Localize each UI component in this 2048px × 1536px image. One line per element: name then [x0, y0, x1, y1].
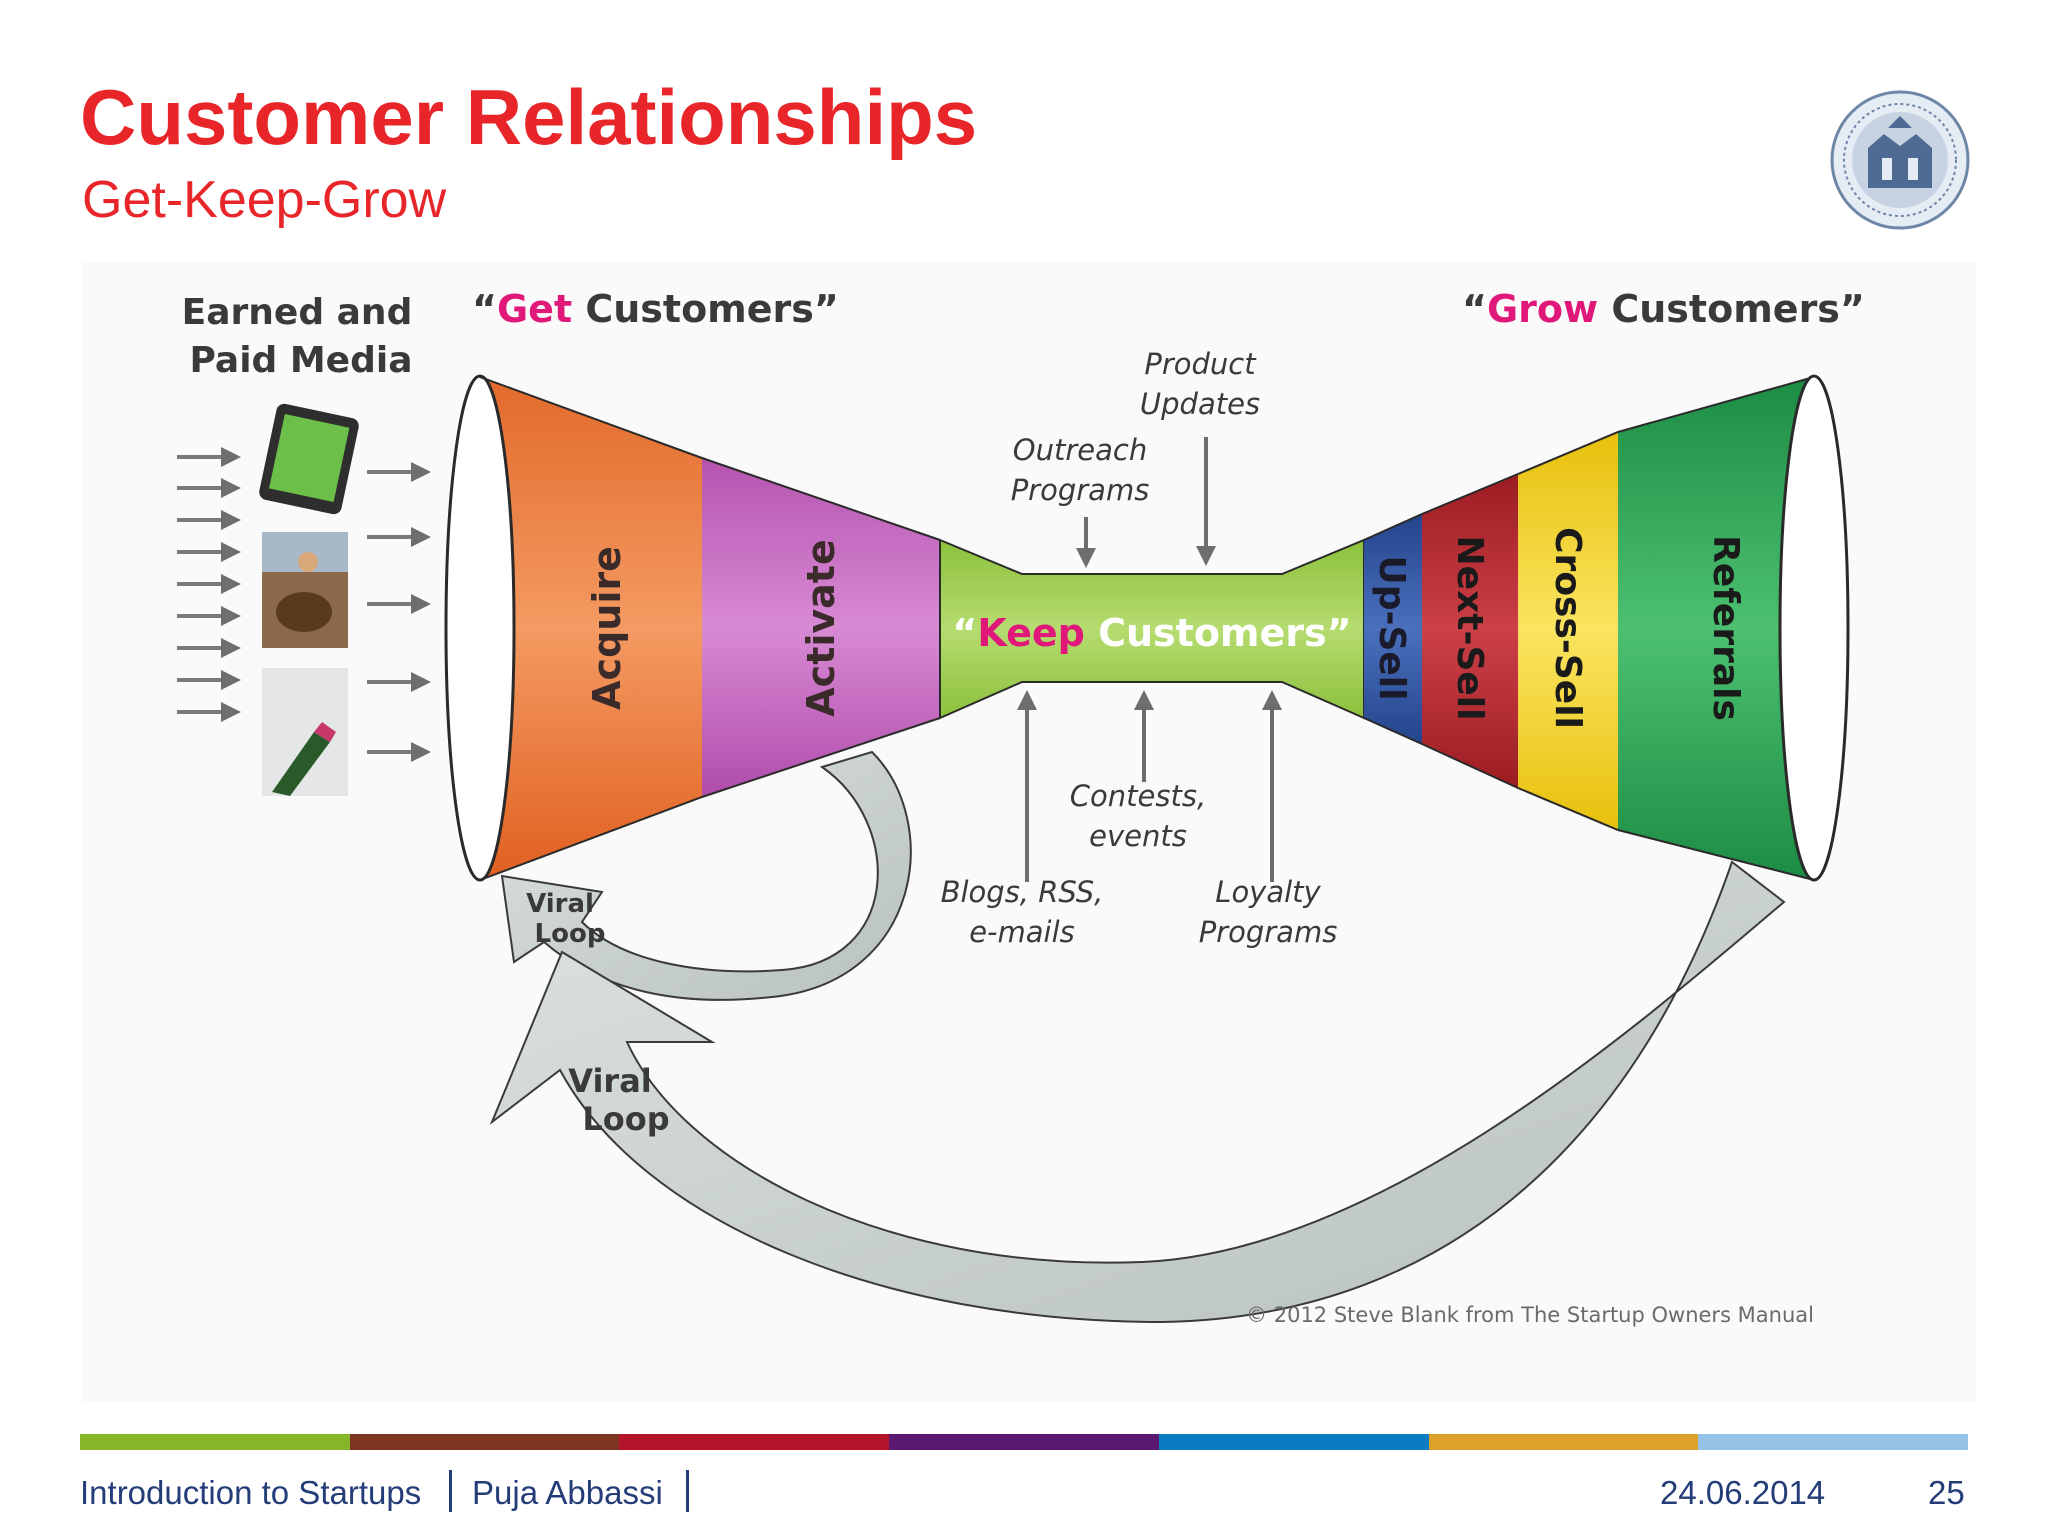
contests-events-label-line2: events [1089, 819, 1187, 853]
footer-separator [686, 1470, 689, 1512]
slide-title: Customer Relationships [80, 73, 978, 161]
grow-customers-heading: “Grow Customers” [1462, 287, 1865, 331]
big-viral-loop-label-line1: Viral [568, 1062, 652, 1100]
small-viral-loop-arrow [500, 750, 912, 1001]
outreach-programs-label-line1: Outreach [1013, 433, 1147, 467]
get-customers-heading: “Get Customers” [472, 287, 839, 331]
big-viral-loop-arrow [489, 860, 1786, 1324]
left-funnel-mouth [444, 374, 516, 882]
incoming-media-arrows [177, 447, 431, 762]
color-bar-segment [1158, 1434, 1429, 1450]
champagne-image [262, 668, 348, 796]
keep-input-arrows [1017, 437, 1282, 882]
stage-label-acquire: Acquire [585, 546, 629, 710]
contests-events-label-line1: Contests, [1070, 779, 1206, 813]
earned-media-label-line1: Earned and [182, 292, 413, 333]
university-seal-logo [1830, 90, 1970, 230]
footer-author: Puja Abbassi [472, 1474, 663, 1511]
stage-label-upsell: Up-Sell [1371, 556, 1412, 701]
footer-date: 24.06.2014 [1660, 1474, 1826, 1511]
slide-subtitle: Get-Keep-Grow [82, 171, 447, 229]
color-bar-segment [1698, 1434, 1969, 1450]
footer-page-number: 25 [1928, 1474, 1965, 1511]
blogs-rss-label-line2: e-mails [969, 915, 1075, 949]
tablet-image [259, 403, 359, 515]
footer-course: Introduction to Startups [80, 1474, 422, 1511]
color-bar-segment [349, 1434, 620, 1450]
blogs-rss-label-line1: Blogs, RSS, [941, 875, 1104, 909]
big-viral-loop-label-line2: Loop [582, 1100, 669, 1138]
referrals-segment [1618, 377, 1814, 880]
stage-label-crosssell: Cross-Sell [1547, 527, 1588, 729]
acquire-segment [480, 377, 702, 880]
nextsell-segment [1422, 474, 1518, 788]
horse-rider-image [262, 532, 348, 648]
color-bar-segment [619, 1434, 890, 1450]
footer-color-bar [80, 1434, 1969, 1450]
stage-label-referrals: Referrals [1705, 535, 1746, 721]
small-viral-loop-label-line2: Loop [535, 919, 606, 949]
color-bar-segment [80, 1434, 350, 1450]
activate-segment [702, 458, 940, 797]
keep-customers-heading: “Keep Customers” [952, 611, 1351, 655]
stage-label-nextsell: Next-Sell [1449, 536, 1490, 721]
right-funnel-mouth [1778, 374, 1850, 882]
small-viral-loop-label-line1: Viral [526, 889, 594, 919]
upsell-segment [1364, 514, 1422, 744]
get-keep-grow-diagram: Earned and Paid Media “Get Customers” [82, 262, 1976, 1402]
footer-separator [449, 1470, 452, 1512]
outreach-programs-label-line2: Programs [1011, 473, 1150, 507]
loyalty-programs-label-line2: Programs [1199, 915, 1338, 949]
product-updates-label-line2: Updates [1140, 387, 1260, 421]
color-bar-segment [889, 1434, 1159, 1450]
earned-media-label-line2: Paid Media [190, 340, 413, 381]
color-bar-segment [1428, 1434, 1699, 1450]
stage-label-activate: Activate [799, 539, 843, 716]
loyalty-programs-label-line1: Loyalty [1215, 875, 1321, 909]
product-updates-label-line1: Product [1144, 347, 1257, 381]
crosssell-segment [1518, 432, 1618, 830]
diagram-copyright: © 2012 Steve Blank from The Startup Owne… [1246, 1303, 1814, 1327]
